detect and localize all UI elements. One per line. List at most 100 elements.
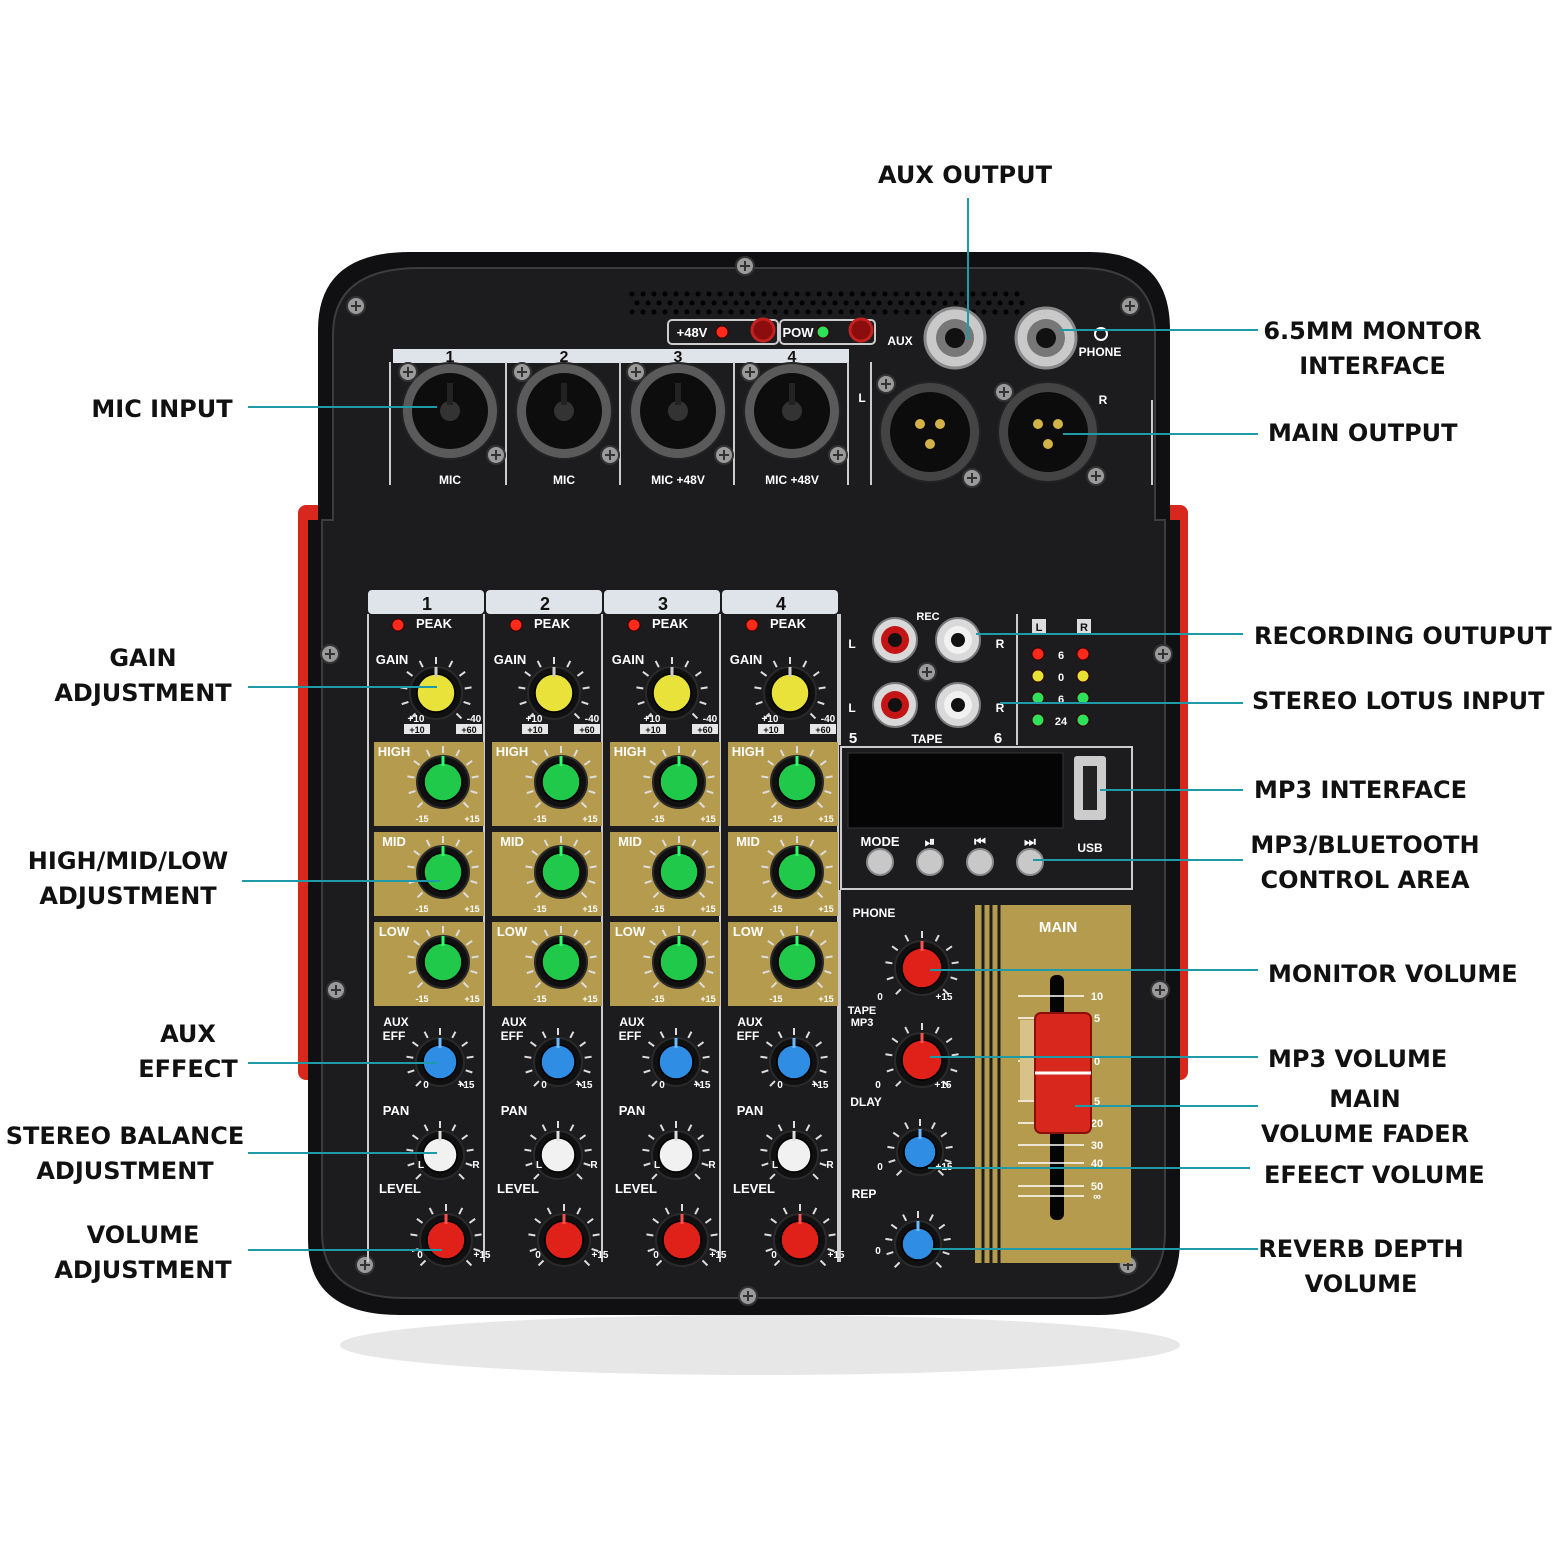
grill-hole	[915, 291, 921, 297]
low-label: LOW	[615, 924, 646, 939]
gain-knob-tick	[536, 660, 542, 668]
gain-box-left	[758, 724, 784, 734]
low-label: LOW	[733, 924, 764, 939]
mid-knob-tick	[534, 891, 542, 899]
grill-hole	[777, 300, 783, 306]
mid-knob-tick	[819, 850, 827, 856]
rep-knob-tick	[942, 1251, 950, 1256]
mid-knob-tick	[762, 880, 770, 885]
peak-led	[627, 618, 641, 632]
pan-right: R	[708, 1160, 716, 1171]
rca-rec-left-hole	[888, 633, 902, 647]
level-knob-tick	[586, 1218, 594, 1224]
callout-mp3-bluetooth-control: MP3/BLUETOOTH CONTROL AREA	[1250, 831, 1480, 894]
pan-knob-tick	[647, 1134, 655, 1140]
high-knob-tick	[465, 760, 473, 766]
gain-knob-tick	[406, 671, 414, 677]
gain-knob-tick	[755, 701, 763, 706]
grill-hole	[931, 300, 937, 306]
pan-right: R	[472, 1160, 480, 1171]
input-number: 1	[446, 349, 455, 366]
high-knob-tick	[455, 749, 461, 757]
mid-knob-tick	[425, 839, 431, 847]
grill-hole	[695, 291, 701, 297]
aux-eff-knob-tick	[761, 1069, 769, 1074]
eq-max-label: +15	[464, 904, 479, 914]
gain-knob-tick	[566, 660, 572, 668]
grill-hole	[992, 309, 998, 315]
rca-right-2: R	[996, 701, 1005, 715]
high-knob-tick	[661, 749, 667, 757]
low-knob-tick	[767, 940, 775, 946]
high-knob-tick	[649, 760, 657, 766]
eq-max-label: +15	[582, 994, 597, 1004]
level-knob-tick	[765, 1248, 773, 1253]
eq-min-label: -15	[533, 814, 546, 824]
pan-knob	[776, 1137, 812, 1173]
pan-knob-tick	[423, 1124, 429, 1132]
callout-hml-adjustment: HIGH/MID/LOW ADJUSTMENT	[27, 847, 229, 910]
gain-box-right-label: +60	[815, 725, 830, 735]
jack-hole	[1036, 328, 1056, 348]
low-knob-tick	[661, 929, 667, 937]
high-knob-tick	[770, 801, 778, 809]
level-knob-tick	[647, 1248, 655, 1253]
high-knob-tick	[589, 775, 597, 779]
low-knob-tick	[701, 940, 709, 946]
grill-hole	[689, 300, 695, 306]
pan-knob-tick	[458, 1173, 465, 1180]
gain-label: GAIN	[376, 652, 409, 667]
channel-number: 3	[658, 594, 668, 614]
tape-label: TAPE	[911, 732, 942, 746]
rca-left-1: L	[848, 637, 855, 651]
mid-knob-tick	[471, 865, 479, 869]
callout-main-volume-fader: MAIN VOLUME FADER	[1260, 1085, 1470, 1148]
grill-hole	[684, 291, 690, 297]
grill-hole	[717, 291, 723, 297]
pan-knob-tick	[687, 1124, 693, 1132]
aux-eff-knob-tick	[820, 1055, 828, 1059]
rca-ch6: 6	[994, 730, 1002, 747]
grill-hole	[766, 300, 772, 306]
grill-hole	[1008, 300, 1014, 306]
meter-r: R	[1080, 622, 1088, 634]
aux-zero: 0	[659, 1080, 665, 1091]
aux-eff-knob-tick	[407, 1069, 415, 1074]
mid-knob-tick	[649, 850, 657, 856]
aux-eff-knob-tick	[525, 1069, 533, 1074]
phantom-switch	[750, 317, 776, 343]
xlr-pin	[1053, 419, 1063, 429]
gain-knob-tick	[637, 701, 645, 706]
mid-knob-tick	[573, 839, 579, 847]
low-knob-tick	[644, 970, 652, 975]
grill-hole	[827, 291, 833, 297]
gain-knob-tick	[401, 701, 409, 706]
mid-knob-tick	[465, 850, 473, 856]
gain-knob-tick	[760, 671, 768, 677]
level-knob-tick	[709, 1248, 717, 1253]
mp3-knob-tick	[895, 1080, 902, 1087]
mid-knob-tick	[779, 839, 785, 847]
aux-label: AUX	[737, 1015, 762, 1029]
level-knob-tick	[528, 1233, 536, 1237]
aux-eff-knob-tick	[651, 1080, 658, 1087]
pan-knob-tick	[694, 1173, 701, 1180]
gain-knob-tick	[418, 660, 424, 668]
callout-volume-adjustment: VOLUME ADJUSTMENT	[54, 1221, 232, 1284]
dlay-knob	[903, 1135, 937, 1169]
grill-hole	[799, 300, 805, 306]
floor-shadow	[340, 1315, 1180, 1375]
high-knob-tick	[531, 760, 539, 766]
pan-knob-tick	[579, 1134, 587, 1140]
mp3-button	[966, 848, 994, 876]
low-knob-tick	[588, 970, 596, 975]
grill-hole	[876, 300, 882, 306]
gain-knob	[770, 673, 810, 713]
grill-hole	[1019, 300, 1025, 306]
level-knob-tick	[428, 1207, 434, 1215]
dlay-knob-tick	[887, 1145, 895, 1149]
grill-hole	[711, 300, 717, 306]
level-knob-tick	[529, 1248, 537, 1253]
xlr-pin	[1033, 419, 1043, 429]
mid-knob-tick	[526, 880, 534, 885]
